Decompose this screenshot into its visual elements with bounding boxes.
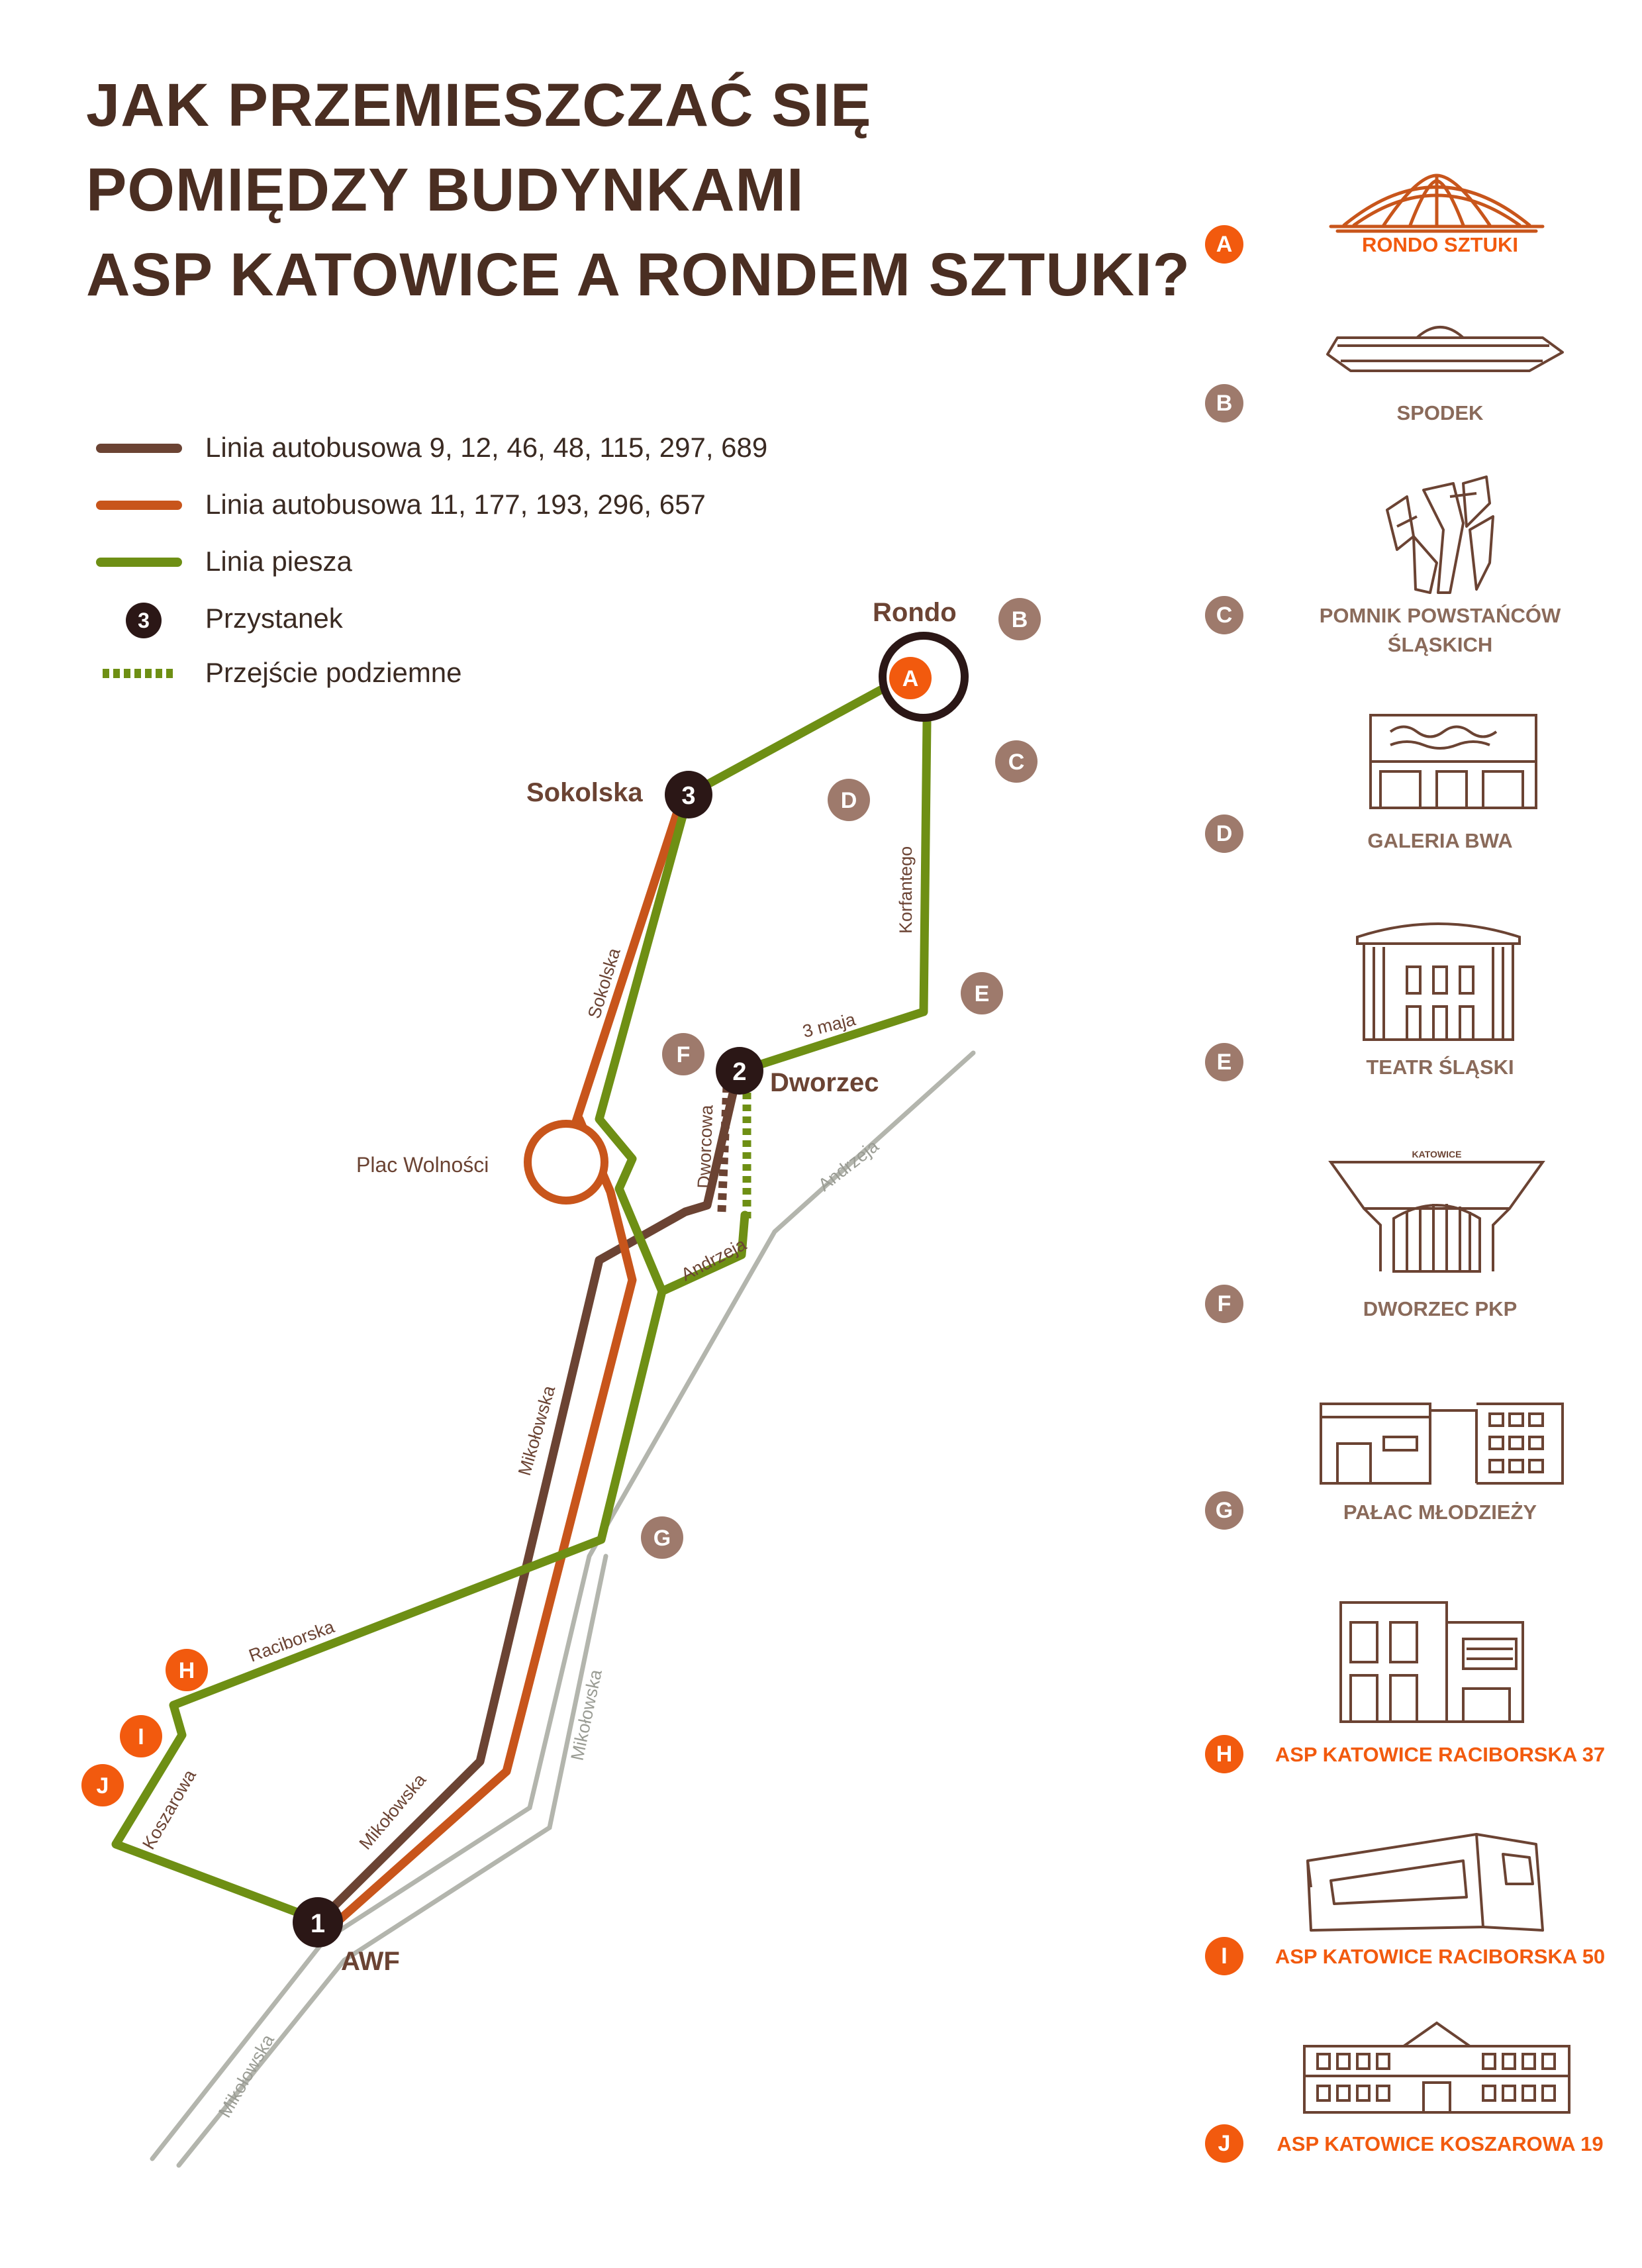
station-sign: KATOWICE — [1412, 1149, 1462, 1159]
street-label-andrzeja-rail: Andrzeja — [814, 1136, 883, 1195]
map-marker-h: H — [166, 1649, 208, 1691]
landmark-e-name: TEATR ŚLĄSKI — [1366, 1056, 1514, 1079]
legend-stop-label: Przystanek — [205, 603, 343, 634]
landmark-c-name-line-2: ŚLĄSKICH — [1387, 633, 1493, 656]
map-marker-b: B — [998, 598, 1041, 640]
landmark-a-name: RONDO SZTUKI — [1362, 233, 1518, 256]
stop-2-name: Dworzec — [770, 1068, 879, 1097]
map-marker-i: I — [120, 1715, 162, 1757]
railway-track-east — [176, 1553, 608, 2168]
map-marker-c: C — [995, 740, 1038, 783]
street-label-mikolowska-bottom: Mikołowska — [215, 2030, 278, 2121]
underpass-swatch — [103, 669, 175, 678]
map-marker-e: E — [961, 972, 1003, 1014]
landmark-d-name: GALERIA BWA — [1367, 829, 1513, 852]
railway-lines — [150, 1050, 976, 2168]
underpass-dashes — [717, 1085, 751, 1218]
rondo-sztuki-icon — [1329, 173, 1545, 233]
landmark-c-badge: C — [1205, 596, 1243, 634]
plac-wolnosci-roundabout — [524, 1120, 608, 1205]
street-label-mikolowska-lower: Mikołowska — [356, 1769, 430, 1853]
street-label-dworcowa: Dworcowa — [694, 1104, 716, 1189]
svg-text:C: C — [1008, 750, 1025, 775]
svg-text:E: E — [975, 981, 990, 1007]
railway-track-west — [150, 1050, 976, 2161]
street-label-korfantego: Korfantego — [896, 846, 916, 934]
marker-a-letter: A — [902, 666, 919, 691]
stop-3: 3 — [665, 771, 712, 818]
bus-line-orange — [323, 803, 683, 1935]
svg-text:1: 1 — [311, 1909, 325, 1938]
svg-text:H: H — [179, 1658, 195, 1683]
legend-bus-orange-label: Linia autobusowa 11, 177, 193, 296, 657 — [205, 489, 706, 520]
map-marker-g: G — [641, 1516, 683, 1559]
green-line-swatch — [96, 558, 182, 567]
landmark-j-name: ASP KATOWICE KOSZAROWA 19 — [1277, 2132, 1604, 2155]
svg-text:B: B — [1012, 607, 1028, 632]
landmark-g-badge: G — [1205, 1491, 1243, 1530]
title-line-2: POMIĘDZY BUDYNKAMI — [86, 156, 804, 224]
landmark-f-badge: F — [1205, 1285, 1243, 1323]
spodek-icon — [1326, 326, 1564, 372]
landmark-c-name: POMNIK POWSTAŃCÓW — [1319, 604, 1561, 627]
svg-text:3: 3 — [681, 782, 695, 810]
stop-1: 1 — [293, 1897, 343, 1948]
station-icon: KATOWICE — [1328, 1149, 1545, 1273]
marker-a-on-map — [889, 657, 932, 699]
monument-icon — [1386, 475, 1494, 594]
theatre-icon — [1356, 922, 1521, 1041]
svg-text:J: J — [97, 1773, 109, 1799]
title-line-1: JAK PRZEMIESZCZAĆ SIĘ — [86, 72, 872, 139]
svg-text:G: G — [653, 1526, 671, 1551]
walking-line-green — [111, 685, 932, 1922]
stop-symbol: 3 — [126, 603, 162, 638]
landmark-a-badge: A — [1205, 225, 1243, 264]
landmark-e-badge: E — [1205, 1043, 1243, 1081]
asp-raciborska-50-icon — [1306, 1833, 1544, 1932]
svg-text:F: F — [677, 1042, 691, 1067]
svg-text:2: 2 — [732, 1058, 746, 1086]
landmark-f-name: DWORZEC PKP — [1363, 1297, 1518, 1320]
street-label-koszarowa: Koszarowa — [138, 1765, 200, 1853]
landmark-d-badge: D — [1205, 814, 1243, 853]
map-marker-d: D — [828, 779, 870, 821]
orange-line-swatch — [96, 501, 182, 510]
landmark-j-badge: J — [1205, 2124, 1243, 2163]
stop-3-name: Sokolska — [526, 778, 643, 807]
bus-line-brown — [312, 1080, 740, 1928]
landmark-b-name: SPODEK — [1396, 401, 1484, 424]
landmark-i-badge: I — [1205, 1937, 1243, 1975]
landmark-i-name: ASP KATOWICE RACIBORSKA 50 — [1275, 1945, 1606, 1968]
stop-2: 2 — [716, 1047, 763, 1095]
youth-palace-icon — [1320, 1403, 1564, 1485]
map-marker-f: F — [662, 1033, 704, 1075]
landmark-h-badge: H — [1205, 1735, 1243, 1773]
landmark-g-name: PAŁAC MŁODZIEŻY — [1343, 1501, 1537, 1524]
gallery-icon — [1369, 714, 1537, 809]
map-marker-j: J — [81, 1764, 124, 1806]
asp-koszarowa-19-icon — [1303, 2021, 1570, 2114]
brown-line-swatch — [96, 444, 182, 453]
plac-wolnosci-label: Plac Wolności — [356, 1153, 489, 1177]
asp-raciborska-37-icon — [1339, 1601, 1524, 1723]
legend-underpass-label: Przejście podziemne — [205, 657, 462, 688]
legend-walk-label: Linia piesza — [205, 546, 352, 577]
svg-text:D: D — [841, 788, 857, 813]
stop-1-name: AWF — [341, 1947, 400, 1976]
landmark-h-name: ASP KATOWICE RACIBORSKA 37 — [1275, 1743, 1606, 1766]
svg-text:I: I — [138, 1724, 144, 1750]
page-title: JAK PRZEMIESZCZAĆ SIĘ POMIĘDZY BUDYNKAMI… — [86, 63, 1190, 317]
rondo-label: Rondo — [873, 598, 957, 627]
legend-bus-brown-label: Linia autobusowa 9, 12, 46, 48, 115, 297… — [205, 432, 768, 463]
landmark-b-badge: B — [1205, 384, 1243, 422]
title-line-3: ASP KATOWICE A RONDEM SZTUKI? — [86, 241, 1190, 309]
